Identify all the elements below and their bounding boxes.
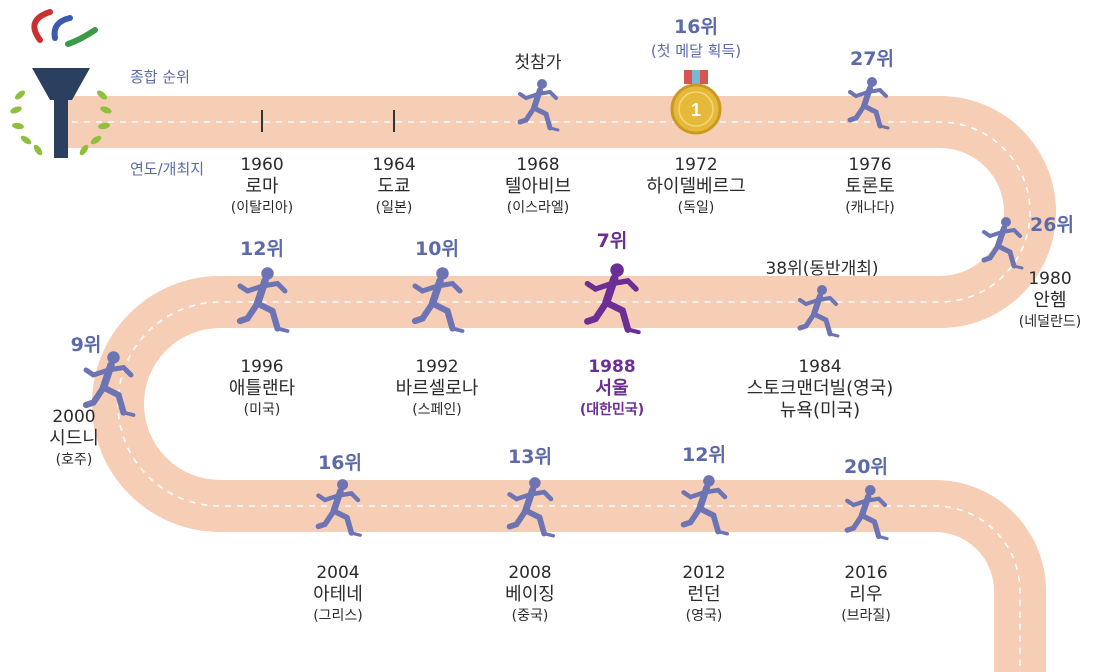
country: (브라질) [841, 608, 891, 624]
city: 안헴 [1033, 290, 1067, 311]
country: (이스라엘) [506, 200, 570, 216]
country: 뉴욕(미국) [779, 400, 861, 421]
legend-rank: 종합 순위 [130, 68, 190, 86]
city: 하이델베르그 [646, 176, 746, 197]
city: 애틀랜타 [228, 378, 296, 399]
year: 1976 [848, 155, 892, 175]
legend-year-host: 연도/개최지 [130, 160, 205, 178]
country: (스페인) [412, 402, 462, 418]
game-1968: 1968 텔아비브 (이스라엘) [505, 154, 571, 218]
country: (영국) [685, 608, 723, 624]
country: (독일) [677, 200, 715, 216]
country: (그리스) [313, 608, 363, 624]
city: 런던 [687, 584, 721, 605]
runner-icon [410, 266, 465, 340]
rank-2016: 20위 [844, 456, 888, 478]
country: (일본) [375, 200, 413, 216]
city: 토론토 [845, 176, 895, 197]
rank-1972: 16위 [674, 16, 718, 38]
year: 1964 [372, 155, 416, 175]
city: 텔아비브 [504, 176, 572, 197]
year: 2008 [508, 563, 552, 583]
rank-1992: 10위 [415, 238, 459, 260]
rank-1972-note: (첫 메달 획득) [650, 42, 742, 60]
city: 베이징 [505, 584, 555, 605]
game-2016: 2016 리우 (브라질) [841, 562, 891, 626]
runner-icon [81, 350, 136, 424]
rank-1988: 7위 [596, 230, 628, 252]
game-1984: 1984 스토크맨더빌(영국) 뉴욕(미국) [747, 356, 894, 422]
runner-icon [314, 478, 362, 544]
rank-2012: 12위 [682, 444, 726, 466]
year: 2004 [316, 563, 360, 583]
rank-2004: 16위 [318, 452, 362, 474]
country: (대한민국) [579, 402, 645, 418]
runner-icon [679, 474, 730, 542]
game-1964: 1964 도쿄 (일본) [372, 154, 415, 218]
svg-text:1: 1 [691, 100, 701, 120]
runner-icon [796, 284, 840, 344]
game-1980: 1980 안헴 (네덜란드) [1019, 268, 1081, 332]
runner-icon [846, 76, 890, 136]
rank-1976: 27위 [850, 48, 894, 70]
runner-icon [843, 484, 889, 547]
year: 1980 [1028, 269, 1072, 289]
city: 서울 [595, 378, 629, 399]
year: 1972 [674, 155, 718, 175]
city: 리우 [849, 584, 883, 605]
game-1972: 1972 하이델베르그 (독일) [646, 154, 745, 218]
year: 2012 [682, 563, 726, 583]
year: 2000 [52, 407, 96, 427]
runner-icon [582, 262, 642, 342]
rank-1980: 26위 [1030, 214, 1074, 236]
runner-icon [516, 78, 560, 138]
year: 1968 [516, 155, 560, 175]
year: 1992 [415, 357, 459, 377]
paralympic-torch-logo [10, 9, 112, 158]
country: (호주) [55, 452, 93, 468]
game-2012: 2012 런던 (영국) [682, 562, 725, 626]
rank-1996: 12위 [240, 238, 284, 260]
city: 로마 [245, 176, 279, 197]
rank-1984: 38위(동반개최) [765, 259, 879, 279]
runner-icon [505, 476, 556, 544]
year: 2016 [844, 563, 888, 583]
city: 도쿄 [377, 176, 411, 197]
year: 1984 [798, 357, 842, 377]
city: 바르셀로나 [395, 378, 479, 399]
game-1976: 1976 토론토 (캐나다) [845, 154, 895, 218]
game-1988: 1988 서울 (대한민국) [580, 356, 644, 420]
year: 1960 [240, 155, 284, 175]
game-1960: 1960 로마 (이탈리아) [231, 154, 293, 218]
runner-icon [980, 216, 1024, 276]
country: (미국) [243, 402, 281, 418]
country: (네덜란드) [1018, 314, 1082, 330]
rank-1968: 첫참가 [514, 53, 562, 73]
rank-2008: 13위 [508, 446, 552, 468]
city: 스토크맨더빌(영국) [746, 378, 894, 399]
country: (중국) [511, 608, 549, 624]
year: 1996 [240, 357, 284, 377]
country: (이탈리아) [230, 200, 294, 216]
game-2008: 2008 베이징 (중국) [505, 562, 555, 626]
game-2004: 2004 아테네 (그리스) [313, 562, 363, 626]
gold-medal-icon: 1 [670, 70, 722, 135]
game-1996: 1996 애틀랜타 (미국) [229, 356, 295, 420]
city: 아테네 [313, 584, 363, 605]
country: (캐나다) [845, 200, 895, 216]
city: 시드니 [49, 428, 99, 449]
game-2000: 2000 시드니 (호주) [49, 406, 99, 470]
game-1992: 1992 바르셀로나 (스페인) [396, 356, 479, 420]
runner-icon [235, 266, 290, 340]
year: 1988 [588, 357, 636, 377]
rank-2000: 9위 [70, 334, 102, 356]
